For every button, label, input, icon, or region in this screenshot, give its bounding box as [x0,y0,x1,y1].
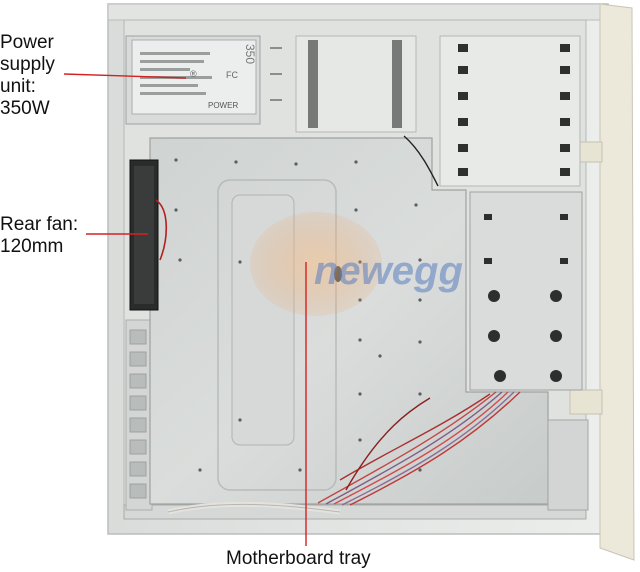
psu-brand-text: POWER [208,101,238,110]
psu-label-line: 350W [0,98,50,119]
drive-cage [469,191,589,511]
pointer-lines [63,73,307,546]
cable-bundle [167,135,521,515]
psu-wattage-text: 350 [243,44,257,64]
power-supply: 350 ® FC POWER [125,35,282,125]
psu-label-line: Power [0,32,54,53]
psu-label-line: supply [0,54,55,75]
psu-mark-r: ® [190,69,197,79]
fan-label-line: Rear fan: [0,214,79,235]
watermark-text: newegg [314,249,463,293]
fan-label: Rear fan: 120mm [0,214,78,258]
psu-mark-fc: FC [226,70,238,80]
psu-label: Power supply unit: 350W [0,32,55,120]
front-bezel [569,3,635,561]
newegg-watermark: newegg [250,212,463,316]
expansion-slots [125,319,153,511]
fan-label-line: 120mm [0,236,64,257]
tray-label: Motherboard tray [226,548,371,569]
rear-fan [129,159,168,311]
drive-bay-vents [295,35,581,187]
psu-pointer-line [63,73,187,79]
psu-label-line: unit: [0,76,36,97]
